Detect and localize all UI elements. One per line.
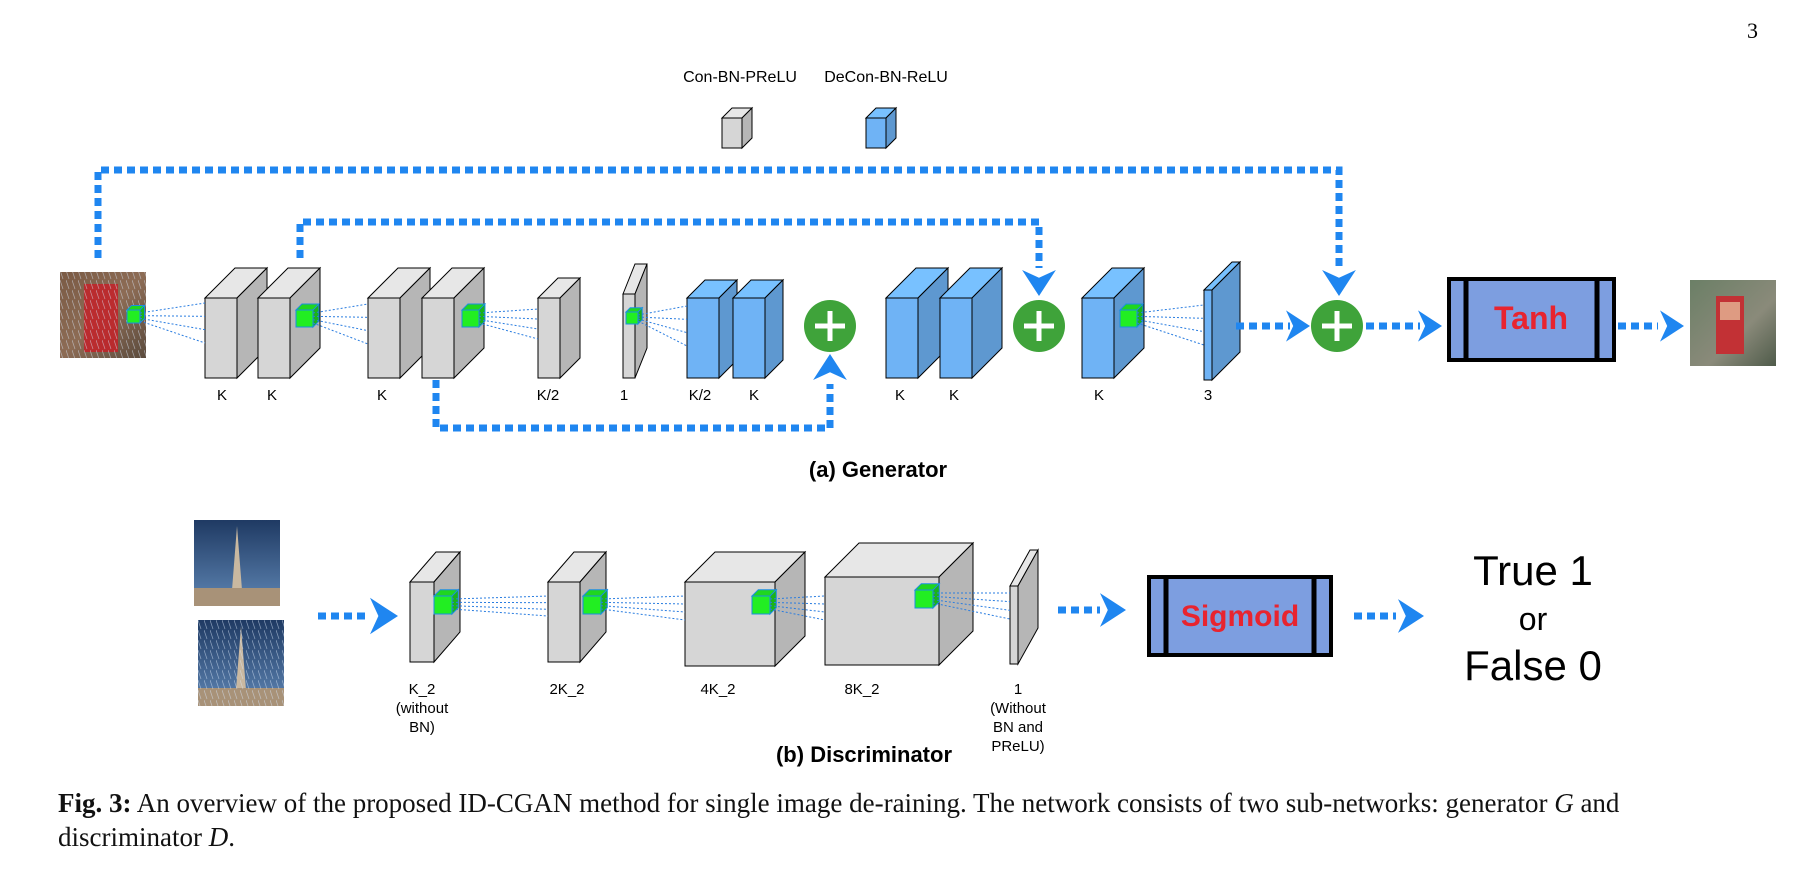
- receptive-field-lines: [769, 595, 826, 621]
- caption-lead: Fig. 3:: [58, 788, 132, 818]
- output-true: True 1: [1473, 547, 1593, 594]
- discriminator-layer-label: 1: [1014, 681, 1022, 698]
- generator-layer-label: 1: [620, 387, 628, 404]
- kernel-cube: [1118, 302, 1145, 329]
- plus-node-1: [804, 300, 856, 352]
- page-number: 3: [1747, 18, 1758, 43]
- caption-text-b: and discriminator: [58, 788, 1620, 852]
- skip-mid: [296, 218, 1043, 268]
- generator-layer-label: K: [1094, 387, 1104, 404]
- generator-layer-7: [685, 278, 739, 380]
- figure-caption: Fig. 3: An overview of the proposed ID-C…: [58, 786, 1758, 854]
- generator-layer-4: [420, 266, 486, 380]
- legend-conv-label: Con-BN-PReLU: [683, 69, 797, 86]
- caption-var-d: D: [208, 822, 229, 852]
- generator-layer-label: K: [217, 387, 227, 404]
- kernel-cube: [624, 306, 644, 326]
- generator-layer-5: [536, 276, 582, 380]
- discriminator-rainy-image: [198, 620, 284, 706]
- tanh-activation-box: [1447, 277, 1616, 362]
- receptive-field-lines: [1136, 304, 1205, 346]
- arrowhead: [1660, 310, 1684, 342]
- caption-var-g: G: [1554, 788, 1574, 818]
- legend-deconv-cube: [864, 106, 898, 150]
- receptive-field-lines: [139, 302, 206, 344]
- receptive-field-lines: [600, 595, 686, 621]
- output-false: False 0: [1464, 642, 1602, 689]
- generator-layer-3: [366, 266, 432, 380]
- discriminator-layer-label: BN and: [993, 719, 1043, 736]
- output-or: or: [1519, 601, 1548, 637]
- kernel-cube: [460, 302, 487, 329]
- caption-text-a: An overview of the proposed ID-CGAN meth…: [131, 788, 1555, 818]
- arrowhead: [1286, 310, 1310, 342]
- kernel-cube: [913, 582, 941, 610]
- discriminator-layer-label: 2K_2: [549, 681, 584, 698]
- arrowhead: [1322, 270, 1356, 296]
- discriminator-layer-label: PReLU): [991, 738, 1044, 755]
- generator-layer-label: K: [377, 387, 387, 404]
- discriminator-layer-5: [1009, 548, 1039, 666]
- generator-layer-label: K/2: [537, 387, 560, 404]
- plus-node-3: [1311, 300, 1363, 352]
- generator-layer-8: [731, 278, 785, 380]
- receptive-field-lines: [312, 303, 369, 345]
- generator-title: (a) Generator: [809, 457, 948, 482]
- kernel-cube: [125, 304, 146, 325]
- discriminator-layer-4: [823, 541, 975, 667]
- kernel-cube: [750, 588, 778, 616]
- discriminator-layer-label: BN): [409, 719, 435, 736]
- sigmoid-label: Sigmoid: [1181, 600, 1299, 633]
- generator-layer-label: K: [267, 387, 277, 404]
- plus-node-2: [1013, 300, 1065, 352]
- discriminator-title: (b) Discriminator: [776, 742, 952, 767]
- skip-short: [432, 380, 834, 432]
- generator-layer-label: K: [895, 387, 905, 404]
- arrowhead: [813, 354, 847, 380]
- discriminator-layer-label: 8K_2: [844, 681, 879, 698]
- sigmoid-activation-box: [1147, 575, 1333, 657]
- arrowhead: [370, 597, 398, 635]
- generator-layer-12: [1202, 260, 1242, 382]
- receptive-field-lines: [478, 308, 539, 340]
- discriminator-layer-label: 4K_2: [700, 681, 735, 698]
- receptive-field-lines: [451, 595, 549, 617]
- arrowhead: [1022, 270, 1056, 296]
- arrowhead: [1398, 599, 1424, 633]
- generator-layer-label: 3: [1204, 387, 1212, 404]
- tanh-label: Tanh: [1494, 300, 1568, 336]
- receptive-field-lines: [932, 592, 1011, 620]
- discriminator-layer-3: [683, 550, 807, 668]
- caption-text-c: .: [228, 822, 235, 852]
- generator-layer-10: [938, 266, 1004, 380]
- kernel-cube: [294, 302, 321, 329]
- generator-layer-9: [884, 266, 950, 380]
- generator-output-image: [1690, 280, 1776, 366]
- legend-deconv-label: DeCon-BN-ReLU: [824, 69, 948, 86]
- skip-long: [94, 166, 1343, 266]
- kernel-cube: [581, 588, 609, 616]
- discriminator-clean-image: [194, 520, 280, 606]
- generator-layer-label: K: [949, 387, 959, 404]
- discriminator-layer-label: (without: [396, 700, 449, 717]
- generator-layer-label: K: [749, 387, 759, 404]
- arrowhead: [1100, 593, 1126, 627]
- receptive-field-lines: [637, 305, 688, 347]
- kernel-cube: [432, 588, 460, 616]
- arrowhead: [1418, 310, 1442, 342]
- legend-conv-cube: [720, 106, 754, 150]
- discriminator-layer-label: (Without: [990, 700, 1047, 717]
- discriminator-layer-label: K_2: [409, 681, 436, 698]
- generator-layer-label: K/2: [689, 387, 712, 404]
